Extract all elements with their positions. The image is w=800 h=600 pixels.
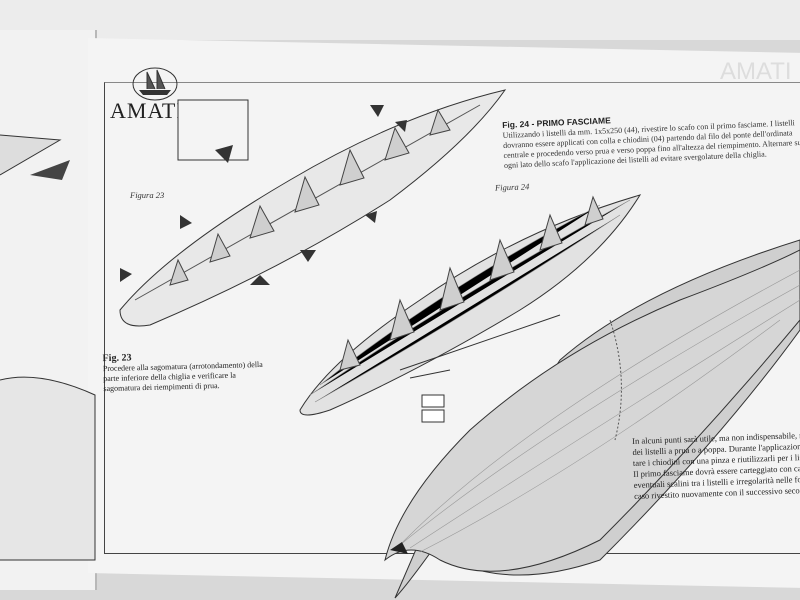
brand-name: AMATI [110,98,185,123]
arrow-icons [120,105,407,285]
figure-23-text-block: Fig. 23 Procedere alla sagomatura (arrot… [102,350,264,394]
figure-23-text: Procedere alla sagomatura (arrotondament… [102,359,263,394]
ship-logo-icon [132,67,178,101]
right-text-block: In alcuni punti sarà utile, ma non indis… [632,429,800,502]
figure-23-title: Fig. 23 [102,352,132,365]
figure-23-caption: Figura 23 [130,190,165,200]
background [0,0,800,40]
amati-logo [110,62,200,122]
planked-hull [384,239,800,599]
figure-24-caption: Figura 24 [494,181,530,193]
ghost-brand: AMATI [720,58,792,85]
figure-24-hull [299,194,642,423]
arrow-icon [30,160,70,180]
figure-23-hull [119,89,507,327]
left-page-hull [0,134,96,561]
detail-inset [177,99,249,161]
